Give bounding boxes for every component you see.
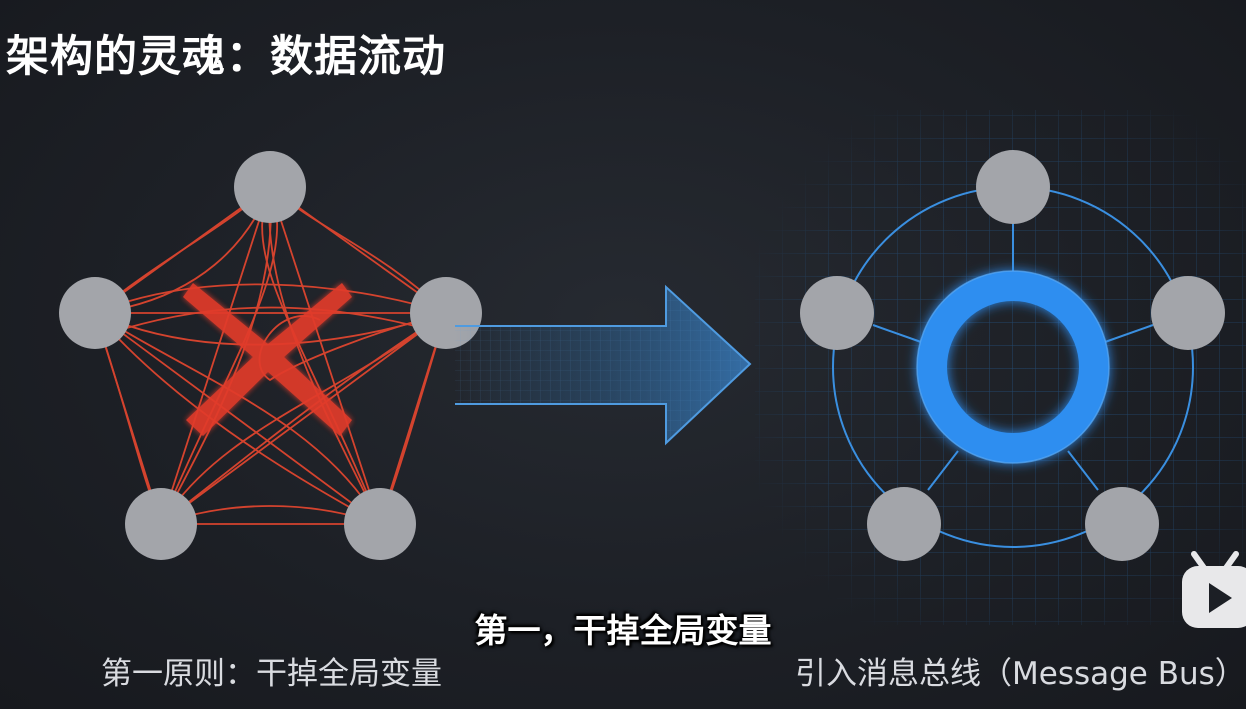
- message-bus-ring: [917, 271, 1109, 463]
- right-caption: 引入消息总线（Message Bus）: [795, 656, 1246, 692]
- left-caption: 第一原则：干掉全局变量: [101, 656, 442, 692]
- mesh-node-bottom-left: [125, 488, 197, 560]
- page-title: 架构的灵魂：数据流动: [6, 32, 446, 82]
- mesh-node-bottom-right: [344, 488, 416, 560]
- message-bus-network: [800, 150, 1225, 561]
- bus-node-bottom-right: [1085, 487, 1159, 561]
- bus-node-bottom-left: [867, 487, 941, 561]
- mesh-node-top: [234, 151, 306, 223]
- right-arrow-icon: [455, 284, 752, 446]
- bus-nodes: [800, 150, 1225, 561]
- video-subtitle: 第一，干掉全局变量: [474, 611, 772, 650]
- bilibili-tv-icon[interactable]: [1180, 550, 1246, 632]
- mesh-node-left: [59, 277, 131, 349]
- bus-node-left: [800, 276, 874, 350]
- tangled-mesh-network: [94, 186, 447, 525]
- mesh-nodes: [59, 151, 482, 560]
- spoke-lines: [872, 223, 1154, 491]
- x-mark-icon: [183, 283, 352, 436]
- bus-node-top: [976, 150, 1050, 224]
- bus-node-right: [1151, 276, 1225, 350]
